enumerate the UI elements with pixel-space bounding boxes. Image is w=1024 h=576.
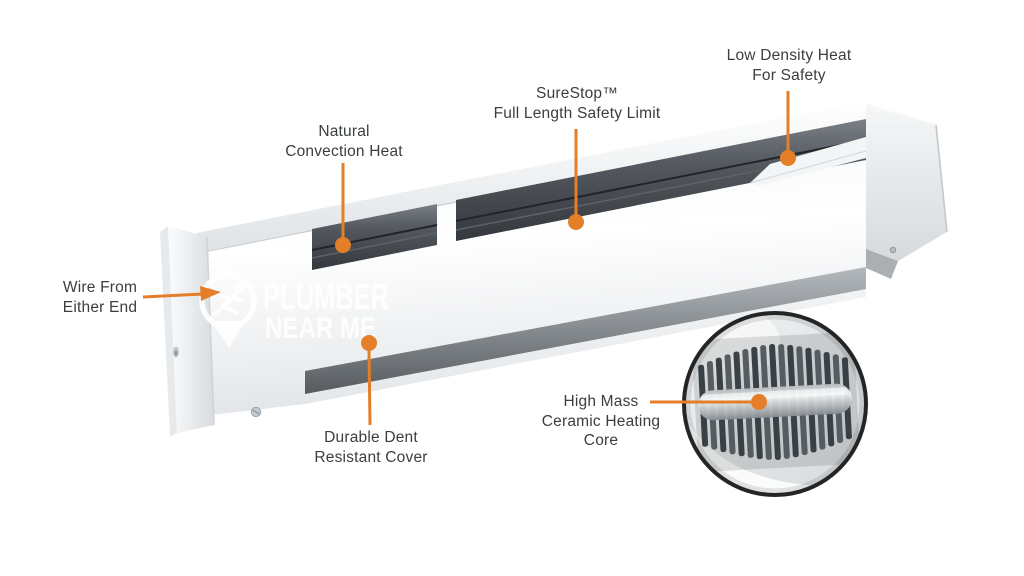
watermark-line2: NEAR ME: [265, 312, 376, 345]
callout-line: Low Density Heat: [726, 47, 852, 64]
map-pin-running-plumber-icon: [199, 272, 257, 348]
callout-line: Resistant Cover: [314, 448, 428, 466]
heating-core-inset: [682, 311, 868, 497]
callout-low-density: Low Density Heat For Safety: [727, 46, 852, 85]
callout-line: Core: [583, 432, 619, 449]
inset-border-ring: [682, 311, 868, 497]
heater-top-face: [196, 101, 938, 252]
callout-line: Wire From: [62, 279, 138, 296]
callout-line: High Mass: [563, 393, 639, 410]
dot-durable-cover: [361, 335, 377, 351]
ceramic-core-fins: [691, 332, 861, 472]
heat-deflector: [750, 137, 866, 186]
vent-slot-left: [311, 204, 438, 270]
callout-natural-convection: Natural Convection Heat: [285, 122, 403, 161]
heater-underside-shadow: [305, 267, 866, 394]
dot-high-mass: [751, 394, 767, 410]
callout-line: Full Length Safety Limit: [493, 104, 661, 122]
mounting-screw: [250, 406, 262, 418]
arrowhead-wire-from: [200, 286, 221, 301]
left-end-cap: [160, 226, 215, 437]
callout-line: Either End: [62, 298, 138, 316]
callout-line: Ceramic Heating: [541, 412, 661, 430]
dot-low-density: [780, 150, 796, 166]
callout-surestop: SureStop™ Full Length Safety Limit: [494, 84, 661, 123]
watermark-line1: PLUMBER: [263, 276, 389, 317]
leader-durable-cover: [367, 349, 372, 426]
inset-heater-edge: [684, 418, 866, 495]
callout-line: Natural: [318, 123, 370, 140]
right-cap-screw: [889, 246, 897, 254]
callout-leaders: [142, 91, 796, 426]
callout-durable-cover: Durable Dent Resistant Cover: [314, 428, 427, 467]
dot-surestop: [568, 214, 584, 230]
watermark-logo: PLUMBER NEAR ME: [199, 272, 389, 348]
callout-line: Convection Heat: [285, 142, 403, 160]
leader-wire-from: [142, 292, 204, 299]
callout-line: Durable Dent: [324, 429, 418, 446]
callout-line: SureStop™: [536, 85, 618, 102]
right-end-cap: [866, 104, 948, 279]
callout-high-mass: High Mass Ceramic Heating Core: [542, 392, 660, 451]
dot-natural-convection: [335, 237, 351, 253]
callout-wire-from: Wire From Either End: [63, 278, 137, 317]
right-cap-underside: [866, 249, 898, 279]
vent-slot-right: [455, 119, 867, 241]
callout-line: For Safety: [752, 66, 826, 84]
